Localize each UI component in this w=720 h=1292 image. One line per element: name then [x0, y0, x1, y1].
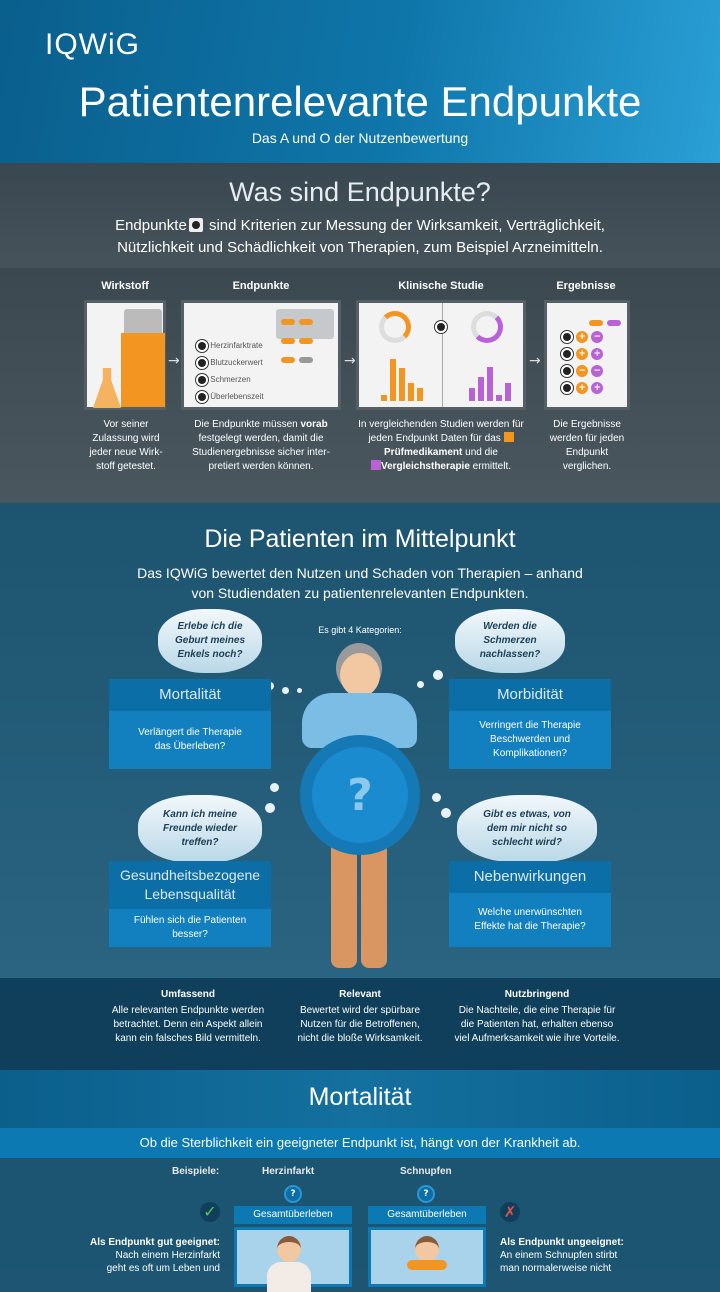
verdict-bad: Als Endpunkt ungeeignet:An einem Schnupf… — [500, 1237, 624, 1274]
results-grid: + − + + − − + + — [561, 329, 604, 397]
step-title-endpunkte: Endpunkte — [232, 280, 290, 292]
endpunkte-card: Herzinfarktrate Blutzuckerwert Schmerzen… — [181, 300, 341, 410]
example-herzinfarkt-label: Herzinfarkt — [262, 1166, 315, 1177]
category-title: Mortalität — [109, 679, 271, 711]
thought-bubble-dot — [297, 688, 302, 693]
ergebnisse-clipboard: + − + + − − + + — [544, 300, 630, 410]
category-title: Morbidität — [449, 679, 611, 711]
category-question: Fühlen sich die Patienten besser? — [109, 909, 271, 947]
question-mark-icon: ? — [417, 1185, 435, 1203]
mortality-intro-bar: Ob die Sterblichkeit ein geeigneter Endp… — [0, 1128, 720, 1158]
thought-cloud-mortality: Erlebe ich die Geburt meines Enkels noch… — [158, 609, 262, 673]
section-patients: Die Patienten im Mittelpunkt Das IQWiG b… — [0, 503, 720, 978]
examples-label: Beispiele: — [172, 1166, 220, 1177]
endpoint-dot-icon — [196, 356, 208, 369]
arrow-right-icon: → — [529, 353, 541, 369]
cross-icon: ✗ — [500, 1202, 520, 1222]
section-lead: Das IQWiG bewertet den Nutzen und Schade… — [137, 565, 583, 601]
category-question: Verlängert die Therapie das Überleben? — [109, 711, 271, 769]
intro-line1: sind Kriterien zur Messung der Wirksamke… — [204, 217, 605, 234]
step-title-ergebnisse: Ergebnisse — [556, 280, 616, 292]
step-text-ergebnisse: Die Ergebnisse werden für jeden Endpunkt… — [549, 419, 625, 472]
thought-bubble-dot — [270, 783, 279, 792]
medicine-box-icon — [121, 333, 165, 407]
category-question: Verringert die Therapie Beschwerden und … — [449, 711, 611, 769]
endpoint-dot-icon — [196, 339, 208, 352]
section-what-are-endpoints: Was sind Endpunkte? Endpunkte sind Krite… — [0, 163, 720, 268]
category-title: Gesundheitsbezogene Lebensqualität — [109, 861, 271, 909]
thought-bubble-dot — [282, 687, 289, 694]
header-banner: IQWiG Patientenrelevante Endpunkte Das A… — [0, 0, 720, 163]
mortality-header: Mortalität — [0, 1070, 720, 1128]
studie-card — [356, 300, 526, 410]
thought-bubble-dot — [433, 670, 443, 680]
thought-bubble-dot — [417, 681, 424, 688]
endpoint-dot-icon — [188, 218, 203, 232]
endpoint-dot-icon — [435, 321, 447, 333]
verdict-good: Als Endpunkt gut geeignet:Nach einem Her… — [90, 1237, 220, 1274]
step-text-endpunkte: Die Endpunkte müssen vorab festgelegt we… — [192, 419, 330, 472]
category-title: Nebenwirkungen — [449, 861, 611, 893]
thought-cloud-quality: Kann ich meine Freunde wieder treffen? — [138, 795, 262, 863]
thought-bubble-dot — [265, 803, 275, 813]
step-title-studie: Klinische Studie — [398, 280, 484, 292]
endpoint-dot-icon — [196, 390, 208, 403]
step-text-studie: In vergleichenden Studien werden für jed… — [358, 419, 524, 472]
endpoint-item: Blutzuckerwert — [196, 354, 264, 371]
pruef-pill-icon — [379, 311, 411, 343]
intro-line2: Nützlichkeit und Schädlichkeit von Thera… — [117, 239, 603, 256]
endpoint-list: Herzinfarktrate Blutzuckerwert Schmerzen… — [196, 337, 264, 405]
process-section: Wirkstoff → Vor seiner Zulassung wird je… — [0, 268, 720, 503]
section-title: Die Patienten im Mittelpunkt — [204, 525, 516, 553]
example-schnupfen-label: Schnupfen — [400, 1166, 452, 1177]
arrow-right-icon: → — [344, 353, 356, 369]
cold-illustration — [368, 1227, 486, 1287]
endpoint-dot-icon — [196, 373, 208, 386]
wirkstoff-card — [84, 300, 166, 410]
category-quality-of-life: Gesundheitsbezogene Lebensqualität Fühle… — [109, 861, 271, 947]
page-subtitle: Das A und O der Nutzenbewertung — [251, 130, 469, 146]
endpoint-item: Überlebenszeit — [196, 388, 264, 405]
section-mortality: Mortalität Ob die Sterblichkeit ein geei… — [0, 1070, 720, 1292]
question-mark-icon: ? — [284, 1185, 302, 1203]
section-intro: Endpunkte sind Kriterien zur Messung der… — [0, 215, 720, 259]
iqwig-logo: IQWiG — [45, 28, 140, 61]
category-question: Welche unerwünschten Effekte hat die The… — [449, 893, 611, 947]
pruef-bar-chart — [381, 357, 431, 401]
question-mark-icon: ? — [300, 735, 420, 855]
flask-icon — [93, 368, 121, 408]
page-title: Patientenrelevante Endpunkte — [78, 78, 642, 125]
pill-blister-icon — [276, 309, 334, 363]
patient-face — [340, 653, 380, 697]
endpoint-item: Schmerzen — [196, 371, 264, 388]
vergleich-bar-chart — [469, 357, 519, 401]
checkmark-icon: ✓ — [200, 1202, 220, 1222]
arrow-right-icon: → — [168, 353, 180, 369]
vergleich-pill-icon — [471, 311, 503, 343]
heart-attack-illustration — [234, 1227, 352, 1292]
categories-label: Es gibt 4 Kategorien: — [318, 625, 402, 635]
thought-bubble-dot — [441, 808, 451, 818]
category-mortality: Mortalität Verlängert die Therapie das Ü… — [109, 679, 271, 769]
thought-cloud-morbidity: Werden die Schmerzen nachlassen? — [455, 609, 565, 673]
step-text-wirkstoff: Vor seiner Zulassung wird jeder neue Wir… — [89, 419, 163, 472]
endpoint-label-herzinfarkt: Gesamtüberleben — [234, 1206, 352, 1224]
intro-prefix: Endpunkte — [115, 217, 187, 234]
thought-cloud-side-effects: Gibt es etwas, von dem mir nicht so schl… — [457, 795, 597, 863]
step-title-wirkstoff: Wirkstoff — [101, 280, 149, 292]
thought-bubble-dot — [432, 793, 441, 802]
section-title: Mortalität — [308, 1083, 412, 1111]
endpoint-item: Herzinfarktrate — [196, 337, 264, 354]
category-morbidity: Morbidität Verringert die Therapie Besch… — [449, 679, 611, 769]
category-side-effects: Nebenwirkungen Welche unerwünschten Effe… — [449, 861, 611, 947]
section-title: Was sind Endpunkte? — [229, 177, 491, 207]
endpoint-label-schnupfen: Gesamtüberleben — [368, 1206, 486, 1224]
